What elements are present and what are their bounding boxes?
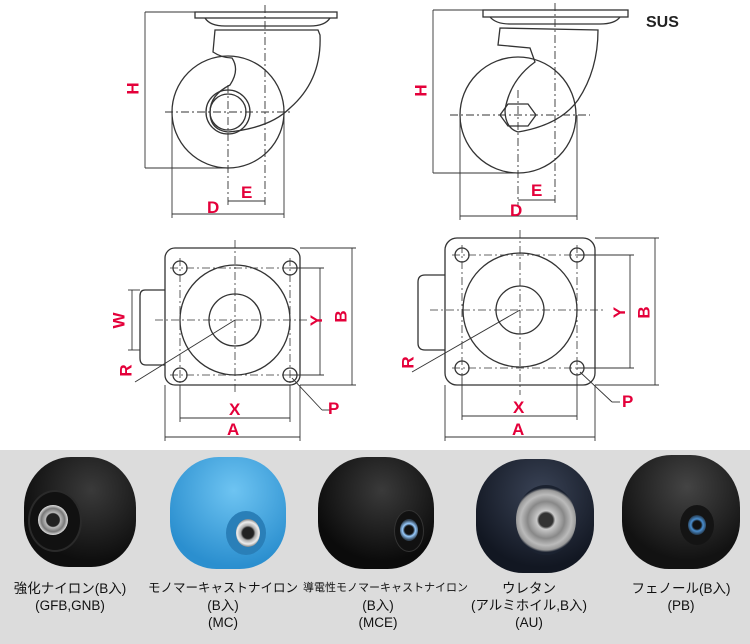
dim-x-left: X <box>229 400 241 419</box>
caption-line: (MCE) <box>358 615 398 630</box>
dim-r-right: R <box>398 356 418 369</box>
dim-p-left: P <box>328 399 340 418</box>
dim-e-left: E <box>241 183 253 202</box>
wheel-caption-pb: フェノール(B入) (PB) <box>606 580 750 614</box>
dim-y-right: Y <box>610 306 630 319</box>
side-view-standard <box>144 5 338 218</box>
caption-line: (AU) <box>515 615 543 630</box>
dim-a-right: A <box>512 420 525 439</box>
wheel-caption-mce: 導電性モノマーキャストナイロン (B入) (MCE) <box>303 580 468 631</box>
dim-d-right: D <box>510 201 523 220</box>
top-view-standard <box>128 240 356 441</box>
dim-y-left: Y <box>307 314 327 327</box>
caption-line: ウレタン <box>502 581 556 596</box>
caption-line: (アルミホイル,B入) <box>470 598 588 613</box>
wheel-photo-mce <box>316 455 436 573</box>
wheel-caption-gfb: 強化ナイロン(B入) (GFB,GNB) <box>0 580 145 614</box>
caption-line: モノマーキャストナイロン <box>148 581 299 595</box>
dim-b-right: B <box>634 306 654 319</box>
dim-w: W <box>109 312 129 329</box>
caption-line: (MC) <box>208 615 238 630</box>
caption-line: (B入) <box>207 598 239 613</box>
wheel-photo-mc <box>166 455 286 573</box>
caption-line: 強化ナイロン(B入) <box>13 581 127 596</box>
caption-line: (B入) <box>362 598 394 613</box>
material-label-sus: SUS <box>646 14 679 31</box>
side-view-sus <box>432 3 629 220</box>
wheel-photo-gfb <box>14 455 136 573</box>
dim-p-right: P <box>622 392 634 411</box>
top-view-sus <box>411 230 659 441</box>
dim-b-left: B <box>331 310 351 323</box>
dim-h-left: H <box>123 82 143 95</box>
wheel-photo-au <box>476 455 596 573</box>
wheel-photo-pb <box>622 455 742 573</box>
caption-line: (GFB,GNB) <box>35 598 105 613</box>
caption-line: 導電性モノマーキャストナイロン <box>303 582 468 594</box>
dim-x-right: X <box>513 398 525 417</box>
wheel-caption-au: ウレタン (アルミホイル,B入) (AU) <box>454 580 604 631</box>
dim-e-right: E <box>531 181 543 200</box>
dim-r-left: R <box>116 364 136 377</box>
dim-d-left: D <box>207 198 220 217</box>
dim-a-left: A <box>227 420 240 439</box>
caster-drawings <box>128 3 659 441</box>
caption-line: フェノール(B入) <box>631 581 731 596</box>
wheel-caption-mc: モノマーキャストナイロン (B入) (MC) <box>148 580 298 631</box>
dim-h-right: H <box>411 84 431 97</box>
caption-line: (PB) <box>667 598 695 613</box>
